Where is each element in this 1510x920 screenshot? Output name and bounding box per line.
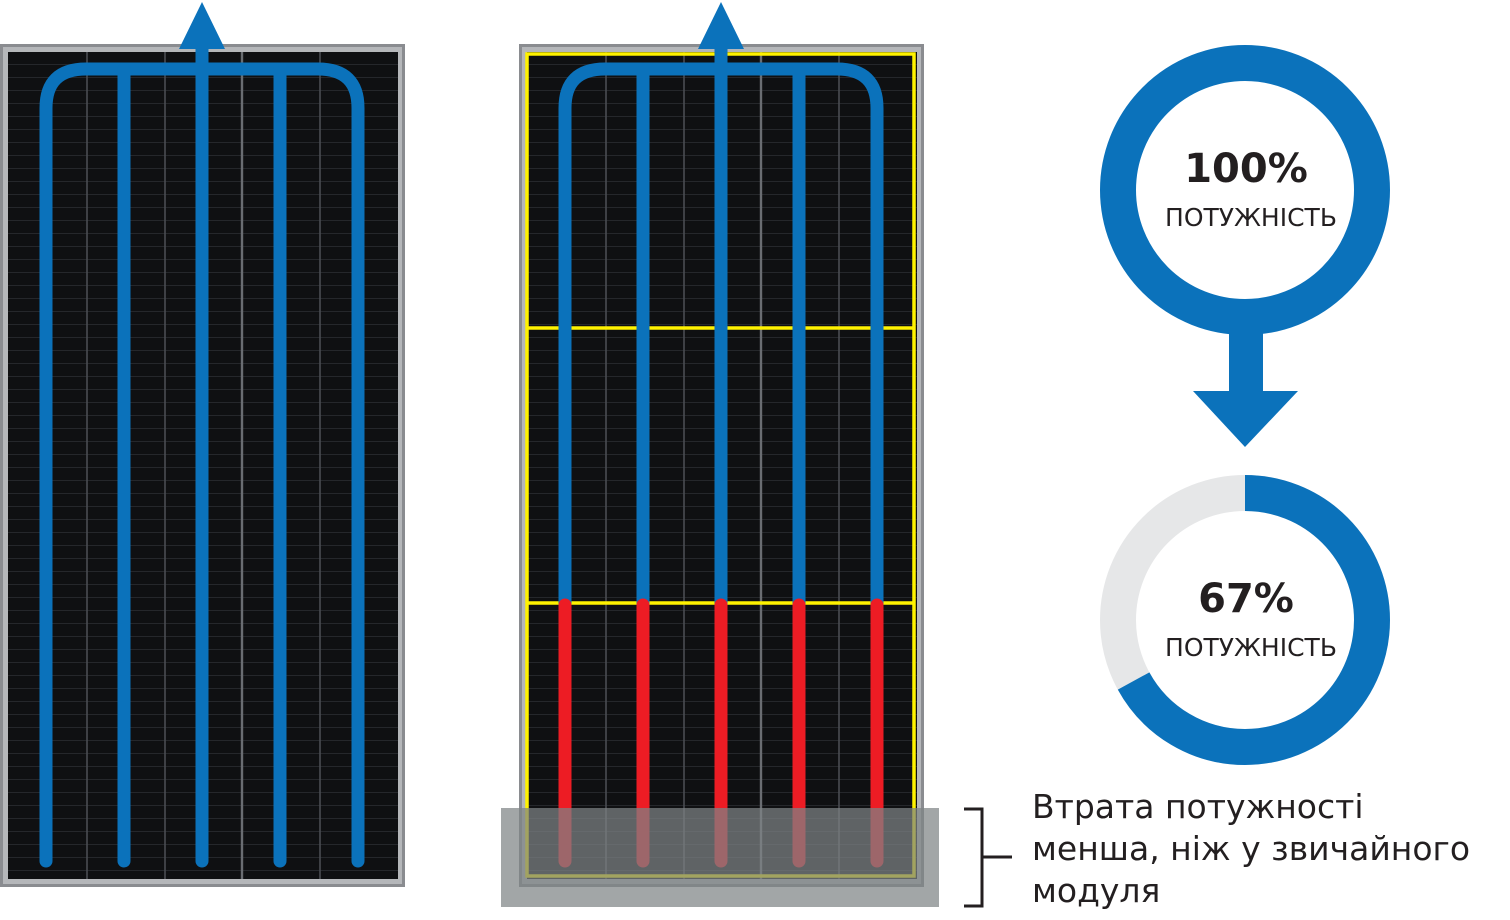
caption-line: менша, ніж у звичайного	[1032, 829, 1471, 868]
shading-overlay	[501, 808, 939, 907]
current-output-arrow-icon	[698, 2, 744, 49]
percent-label-67: 67%	[1198, 576, 1294, 622]
power-label: ПОТУЖНІСТЬ	[1165, 633, 1337, 662]
current-path	[558, 37, 884, 610]
current-output-arrow-icon	[179, 2, 225, 49]
caption-bracket	[964, 807, 1012, 908]
gauge-reduced-power: 67% ПОТУЖНІСТЬ	[1100, 475, 1390, 765]
power-drop-arrow	[1193, 330, 1298, 447]
power-label: ПОТУЖНІСТЬ	[1165, 203, 1337, 232]
panel-conventional	[0, 2, 405, 887]
power-loss-caption: Втрата потужності менша, ніж у звичайног…	[1032, 786, 1510, 912]
panel-halfcut	[501, 2, 939, 907]
cell-column-lines	[86, 52, 321, 879]
caption-line: модуля	[1032, 871, 1161, 910]
caption-line: Втрата потужності	[1032, 787, 1364, 826]
arrow-shaft	[1229, 330, 1263, 396]
percent-label-100: 100%	[1184, 146, 1308, 192]
current-path	[39, 37, 365, 868]
power-ring-full	[1100, 45, 1390, 335]
arrow-down-icon	[1193, 391, 1298, 447]
power-ring-fill	[1100, 475, 1390, 765]
cell-column-lines	[605, 52, 840, 879]
gauge-full-power: 100% ПОТУЖНІСТЬ	[1100, 45, 1390, 335]
